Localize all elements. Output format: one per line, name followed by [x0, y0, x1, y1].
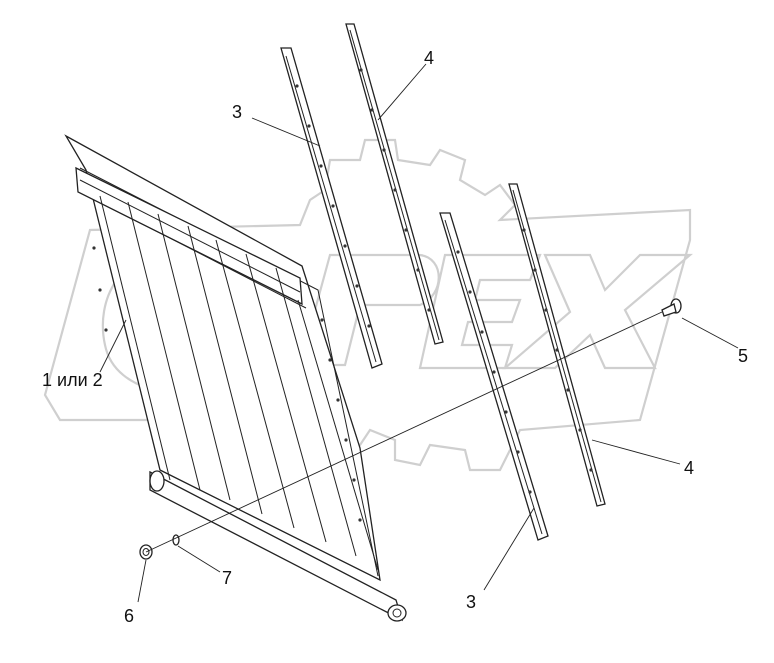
strip-4-lower: [508, 183, 606, 507]
callout-part-4-lower: 4: [684, 458, 694, 478]
callout-part-4-upper: 4: [424, 48, 434, 68]
assembly-axis-line: [145, 311, 663, 553]
callout-part-7: 7: [222, 568, 232, 588]
washer-7: [172, 534, 180, 546]
bolt-5: [661, 298, 682, 317]
strip-4-upper: [345, 23, 444, 345]
strip-3-lower: [439, 212, 549, 541]
grid-panel: [64, 134, 407, 622]
strip-3-upper: [280, 47, 383, 369]
callout-part-3-lower: 3: [466, 592, 476, 612]
callout-part-5: 5: [738, 346, 748, 366]
callout-part-3-upper: 3: [232, 102, 242, 122]
callout-part-1-or-2: 1 или 2: [42, 370, 103, 390]
leader-lines: [99, 63, 739, 603]
callout-part-6: 6: [124, 606, 134, 626]
